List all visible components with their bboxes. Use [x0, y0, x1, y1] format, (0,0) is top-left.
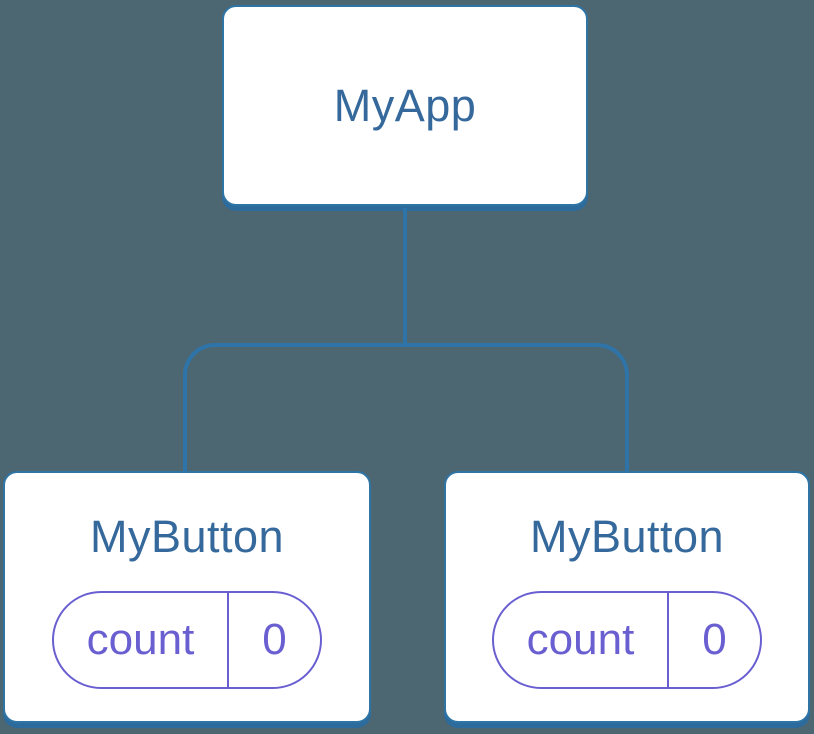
root-component-label: MyApp	[333, 79, 477, 131]
root-component-node: MyApp	[222, 5, 588, 206]
child-component-label: MyButton	[529, 511, 725, 562]
state-value: 0	[702, 614, 727, 664]
state-pill: count 0	[492, 590, 762, 689]
child-component-label: MyButton	[89, 511, 285, 562]
state-pill: count 0	[52, 590, 322, 689]
state-value: 0	[262, 614, 287, 664]
child-component-node-1: MyButton count 0	[3, 471, 371, 723]
tree-connector-bracket	[183, 343, 629, 471]
tree-connector-stem	[403, 208, 407, 346]
state-key-label: count	[494, 592, 669, 687]
child-component-node-2: MyButton count 0	[444, 471, 810, 723]
state-key-label: count	[54, 592, 229, 687]
